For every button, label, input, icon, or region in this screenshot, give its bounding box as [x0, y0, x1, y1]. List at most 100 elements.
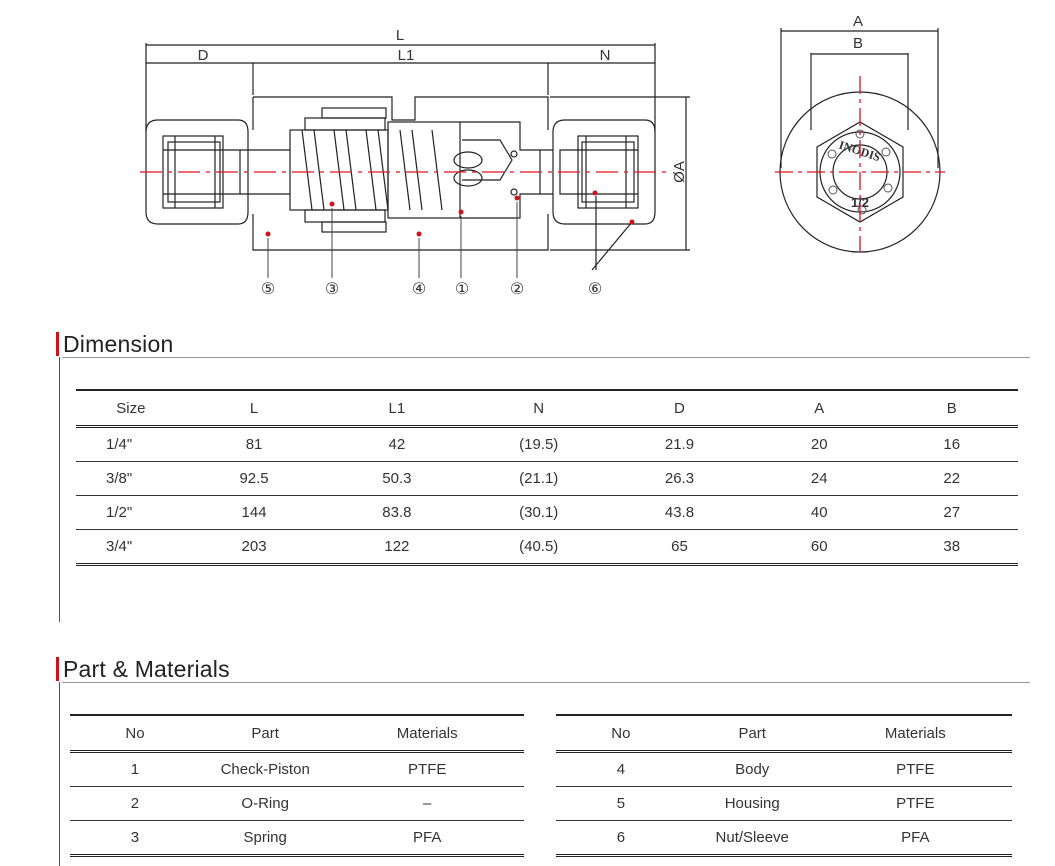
cell: 27 [885, 495, 1018, 530]
cell: PTFE [330, 751, 524, 787]
col-no: No [70, 715, 200, 753]
cell: 83.8 [322, 495, 472, 530]
cell: 60 [752, 529, 886, 566]
callout-4: ④ [412, 279, 426, 298]
nut-size-text: 1/2 [851, 195, 869, 210]
col-materials: Materials [330, 715, 524, 753]
parts-title: Part & Materials [63, 656, 230, 682]
table-row: 3 Spring PFA [70, 820, 524, 857]
table-row: 3/4" 203 122 (40.5) 65 60 38 [76, 529, 1018, 566]
parts-vline [59, 682, 60, 866]
cell: 4 [556, 751, 686, 787]
cell: Check-Piston [199, 751, 331, 787]
col-materials: Materials [818, 715, 1012, 753]
col-part: Part [685, 715, 819, 753]
dim-label-L: L [396, 27, 404, 44]
table-row: 5 Housing PTFE [556, 786, 1012, 821]
cell: 6 [556, 820, 686, 857]
cell: 16 [885, 426, 1018, 462]
table-row: 1/4" 81 42 (19.5) 21.9 20 16 [76, 426, 1018, 462]
cell: 1 [70, 751, 200, 787]
dim-label-phiA: ØA [671, 161, 688, 183]
dim-label-L1: L1 [398, 47, 415, 64]
cell: 92.5 [185, 461, 323, 496]
cell: PTFE [818, 751, 1012, 787]
table-row: 4 Body PTFE [556, 751, 1012, 787]
cell: 203 [185, 529, 323, 566]
cell: 3 [70, 820, 200, 857]
cell: 3/8" [76, 461, 186, 496]
dim-label-A: A [853, 13, 863, 30]
cell: 1/2" [76, 495, 186, 530]
dimension-title: Dimension [63, 331, 174, 357]
cell: 122 [322, 529, 472, 566]
cell: 20 [752, 426, 886, 462]
table-row: 2 O-Ring – [70, 786, 524, 821]
section-accent-bar [56, 332, 59, 356]
cell: – [330, 786, 524, 821]
cell: PFA [818, 820, 1012, 857]
col-N: N [471, 390, 606, 428]
cell: 1/4" [76, 426, 186, 462]
cell: 40 [752, 495, 886, 530]
col-B: B [885, 390, 1018, 428]
dim-label-D: D [198, 47, 209, 64]
cell: PFA [330, 820, 524, 857]
cell: Spring [199, 820, 331, 857]
cell: 3/4" [76, 529, 186, 566]
cell: 21.9 [605, 426, 753, 462]
parts-table-left: No Part Materials 1 Check-Piston PTFE 2 … [70, 714, 524, 857]
cell: (21.1) [471, 461, 606, 496]
cell: 26.3 [605, 461, 753, 496]
dimension-vline [59, 357, 60, 622]
cell: O-Ring [199, 786, 331, 821]
parts-section-header: Part & Materials [56, 655, 230, 681]
section-accent-bar [56, 657, 59, 681]
callout-3: ③ [325, 279, 339, 298]
parts-header-row: No Part Materials [556, 715, 1012, 753]
dimension-rule [62, 357, 1030, 358]
col-L: L [185, 390, 323, 428]
table-row: 3/8" 92.5 50.3 (21.1) 26.3 24 22 [76, 461, 1018, 496]
cell: 38 [885, 529, 1018, 566]
cell: 65 [605, 529, 753, 566]
callout-6: ⑥ [588, 279, 602, 298]
cell: 24 [752, 461, 886, 496]
cell: Housing [685, 786, 819, 821]
cell: Nut/Sleeve [685, 820, 819, 857]
cell: 43.8 [605, 495, 753, 530]
col-A: A [752, 390, 886, 428]
callout-2: ② [510, 279, 524, 298]
col-size: Size [76, 390, 186, 428]
cell: 5 [556, 786, 686, 821]
cell: 42 [322, 426, 472, 462]
dim-label-B: B [853, 35, 863, 52]
callout-1: ① [455, 279, 469, 298]
cell: 144 [185, 495, 323, 530]
cell: 22 [885, 461, 1018, 496]
dimension-table: Size L L1 N D A B 1/4" 81 42 (19.5) 21.9… [76, 389, 1018, 566]
cell: (30.1) [471, 495, 606, 530]
col-no: No [556, 715, 686, 753]
cell: Body [685, 751, 819, 787]
cell: 2 [70, 786, 200, 821]
cell: 50.3 [322, 461, 472, 496]
dim-label-N: N [600, 47, 611, 64]
table-row: 6 Nut/Sleeve PFA [556, 820, 1012, 857]
col-part: Part [199, 715, 331, 753]
callout-5: ⑤ [261, 279, 275, 298]
parts-rule [62, 682, 1030, 683]
cell: PTFE [818, 786, 1012, 821]
cell: (40.5) [471, 529, 606, 566]
col-D: D [605, 390, 753, 428]
parts-table-right: No Part Materials 4 Body PTFE 5 Housing … [556, 714, 1012, 857]
table-row: 1/2" 144 83.8 (30.1) 43.8 40 27 [76, 495, 1018, 530]
dimension-header-row: Size L L1 N D A B [76, 390, 1018, 428]
parts-header-row: No Part Materials [70, 715, 524, 753]
cell: (19.5) [471, 426, 606, 462]
dimension-section-header: Dimension [56, 330, 173, 356]
table-row: 1 Check-Piston PTFE [70, 751, 524, 787]
cell: 81 [185, 426, 323, 462]
technical-drawing: L D L1 N ØA A B ⑤ ③ ④ ① ② ⑥ [140, 13, 945, 298]
col-L1: L1 [322, 390, 472, 428]
